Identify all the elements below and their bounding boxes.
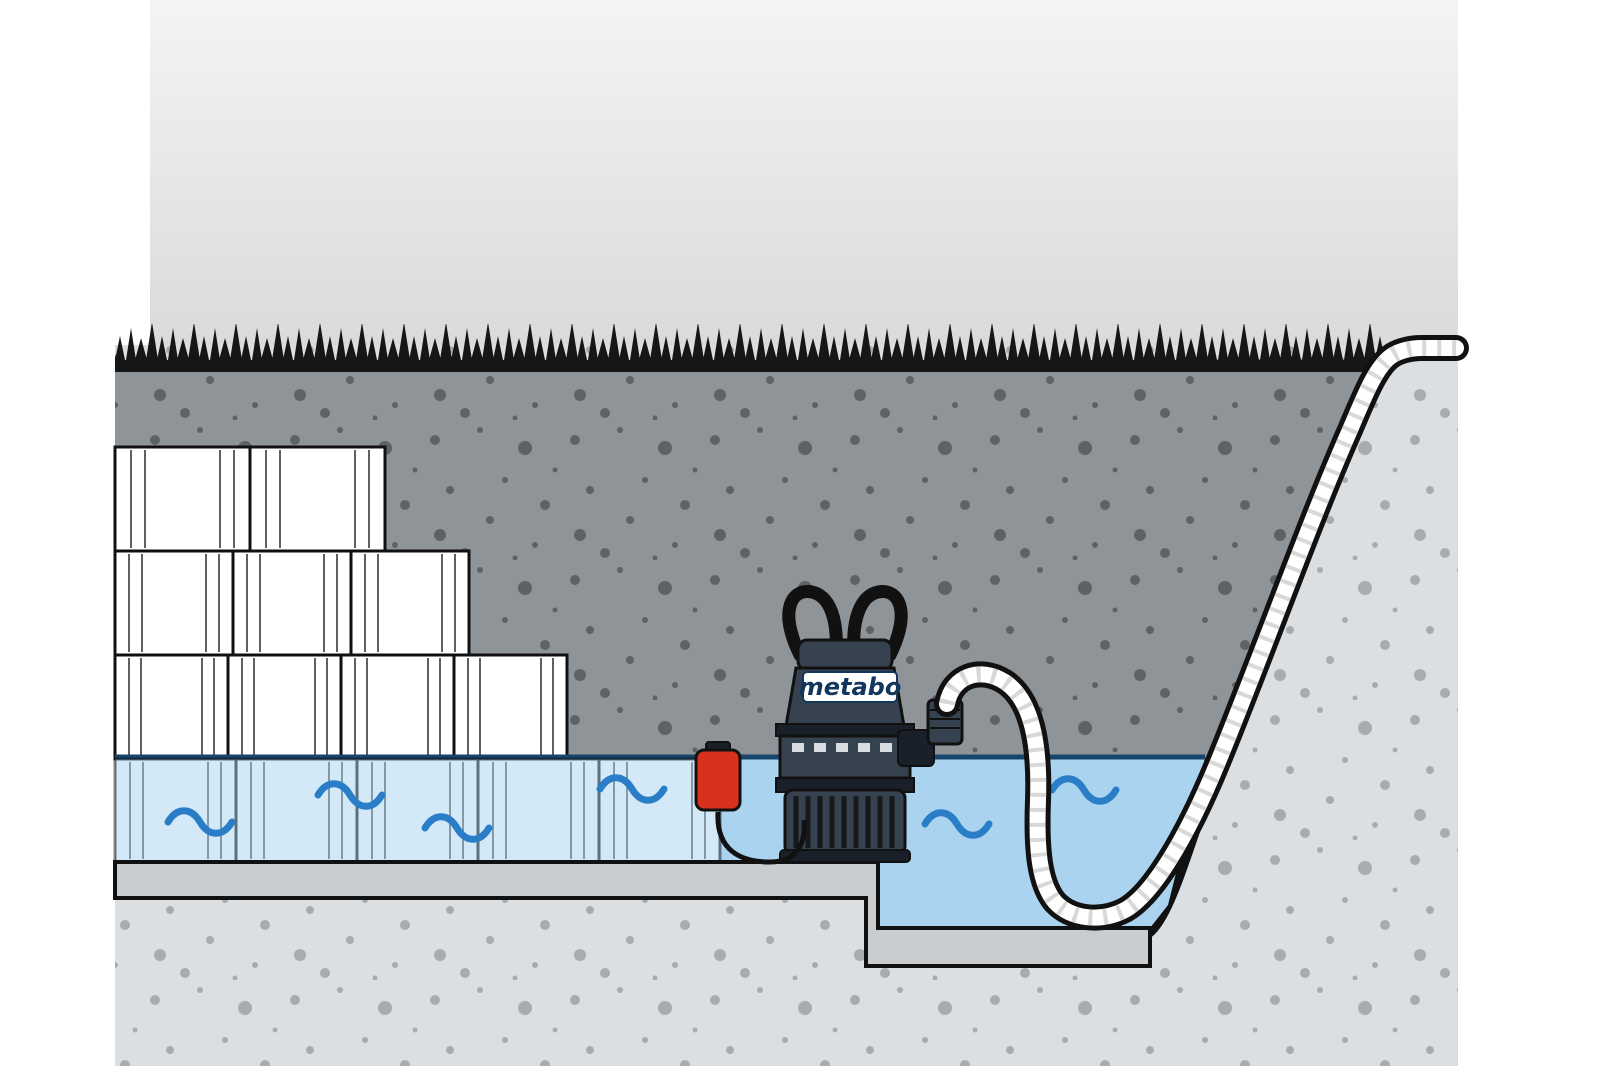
pump-outlet-elbow: [897, 729, 935, 767]
crate: [355, 757, 480, 864]
pump-cap: [796, 638, 894, 672]
crate: [231, 549, 353, 657]
crate: [113, 549, 235, 657]
pump-flange-top: [775, 723, 915, 737]
crate-row-submerged: [113, 757, 722, 864]
discharge-hose: [934, 335, 1469, 931]
sky: [150, 0, 1458, 364]
crate: [113, 653, 230, 761]
crate: [452, 653, 569, 761]
pump-vent-slots: [792, 743, 892, 752]
float-switch: [694, 741, 742, 812]
crate-row: [113, 445, 387, 553]
pump-brand-label: metabo: [799, 673, 902, 701]
pump-handle: [782, 585, 843, 662]
pump-strainer-slots: [793, 796, 895, 848]
crate: [234, 757, 359, 864]
pump-base: [779, 849, 911, 863]
crate: [113, 445, 252, 553]
float-switch-cable: [715, 811, 807, 865]
crate: [226, 653, 343, 761]
pump-vent-band: [778, 734, 912, 780]
crate: [339, 653, 456, 761]
crate: [476, 757, 601, 864]
crate: [248, 445, 387, 553]
grass: [115, 324, 1382, 364]
pump-brand-plate: [802, 671, 898, 703]
ground-line: [115, 360, 1382, 372]
pump-handle: [847, 585, 908, 662]
concrete-floor: [113, 860, 1152, 968]
crate-row: [113, 653, 569, 761]
crate-row: [113, 549, 471, 657]
crate: [349, 549, 471, 657]
submersible-pump: metabo: [775, 585, 964, 863]
